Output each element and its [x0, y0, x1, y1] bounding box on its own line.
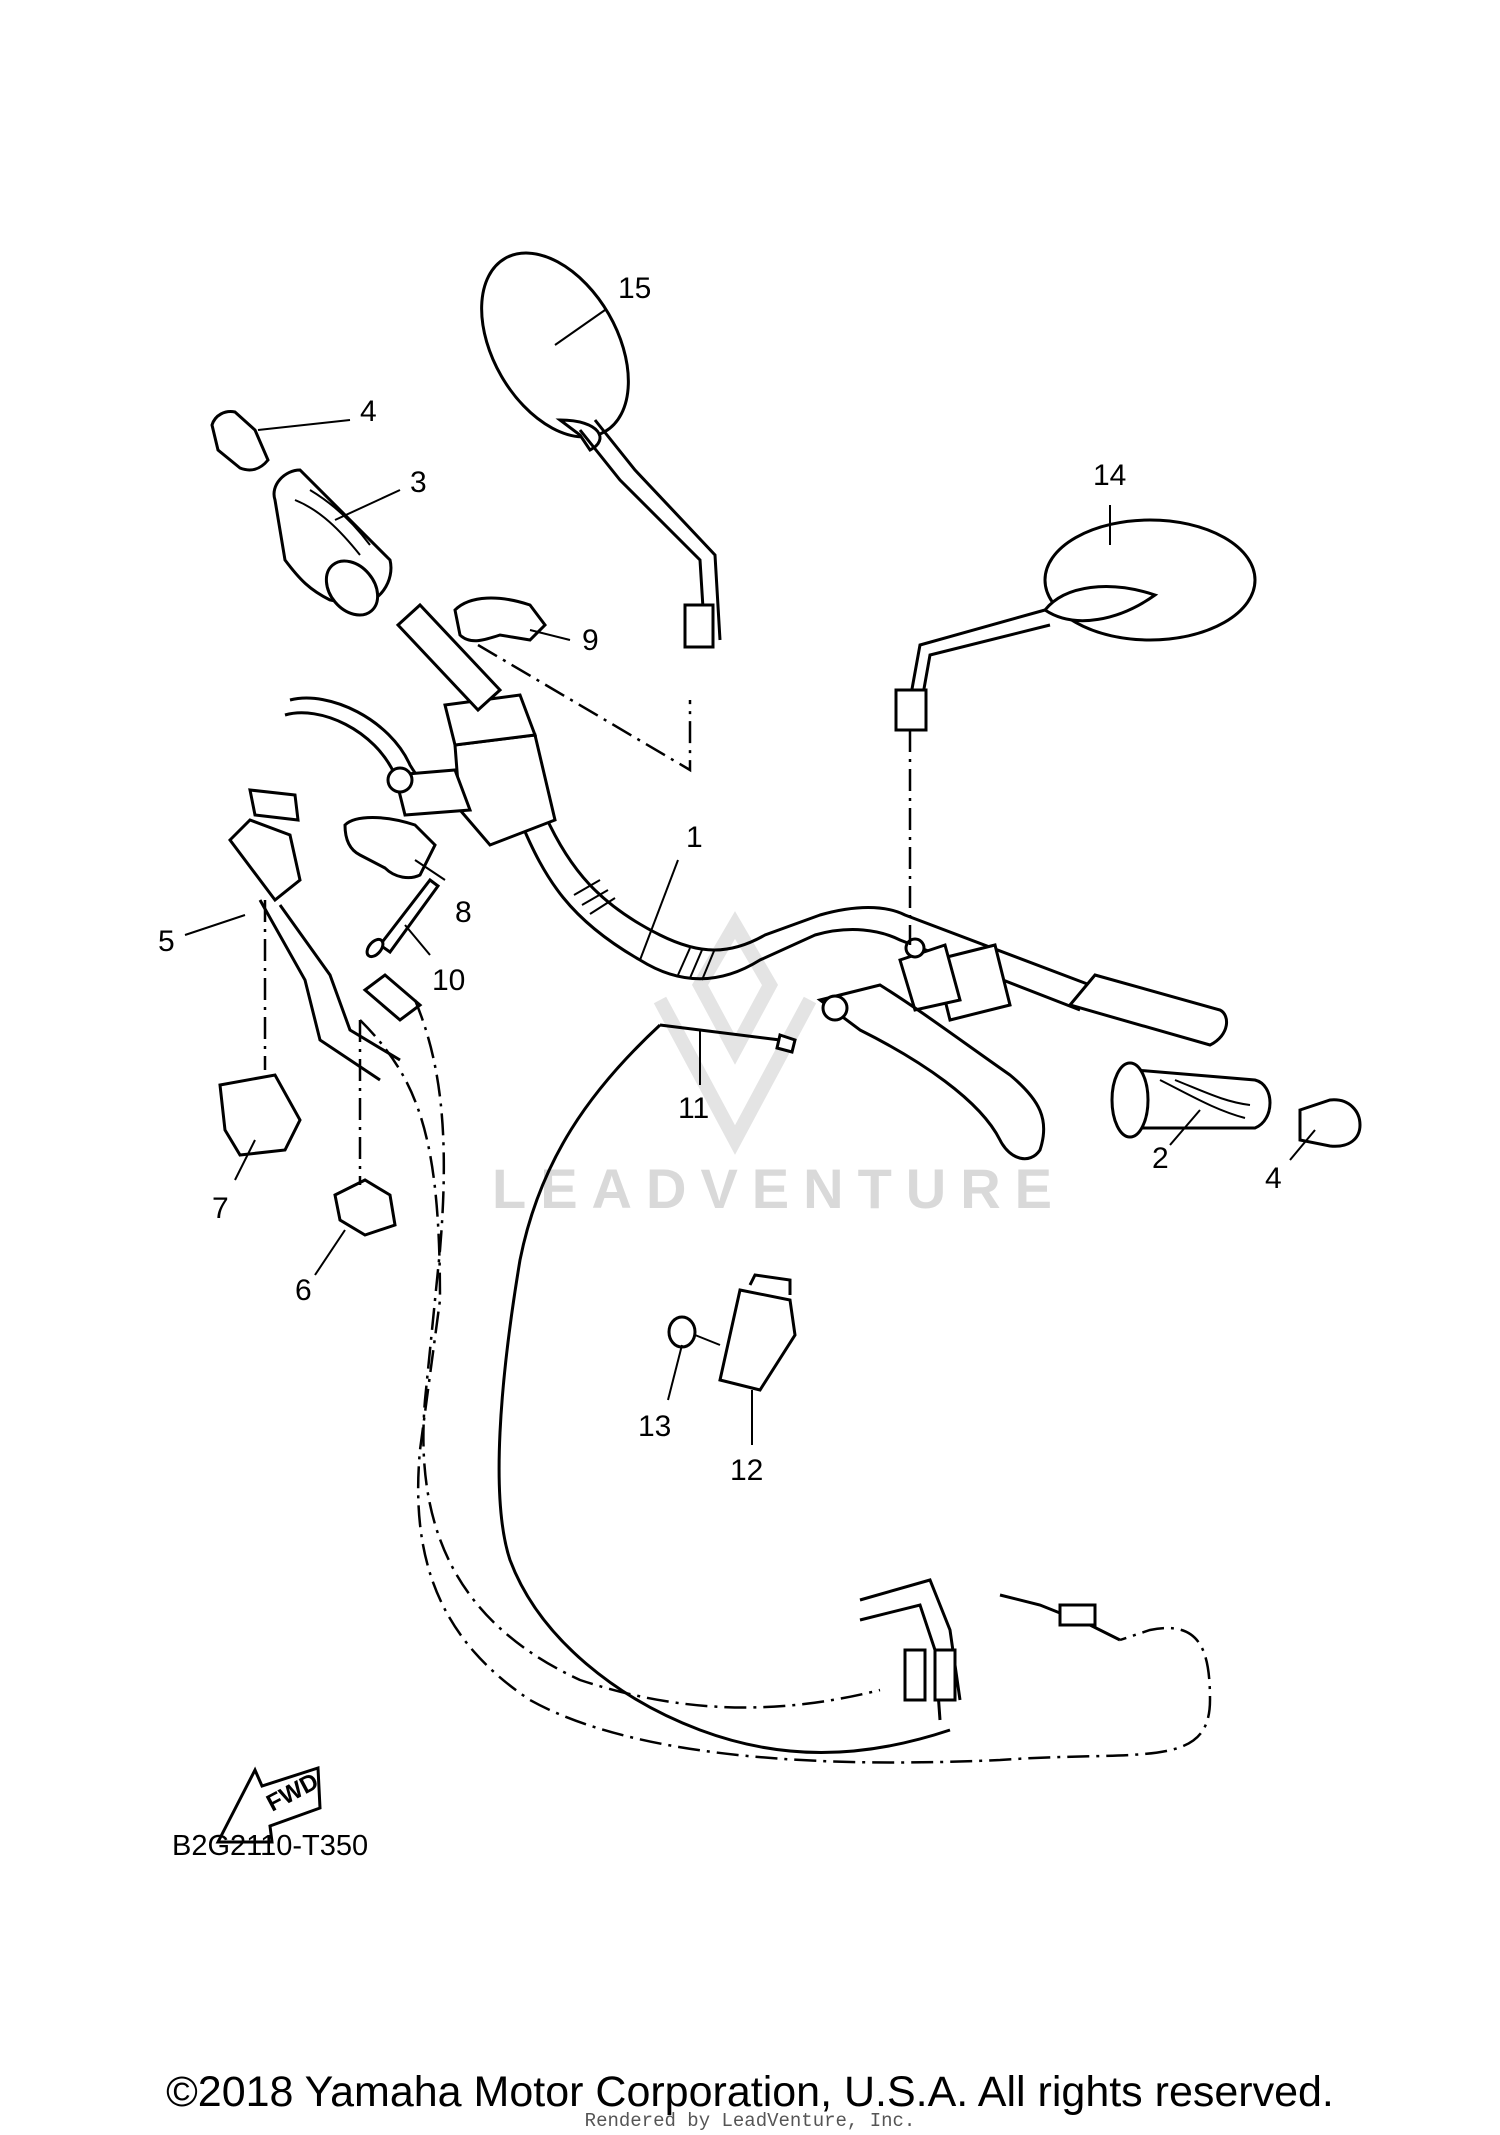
- left-bar-end: [210, 410, 270, 472]
- upper-holder: [453, 596, 547, 643]
- callout-13: 13: [638, 1410, 671, 1443]
- left-mirror: [480, 251, 722, 649]
- bracket-bolt: [667, 1315, 721, 1349]
- lower-cable-ends: [859, 1578, 1121, 1721]
- leadventure-watermark: LEADVENTURE: [492, 911, 1066, 1220]
- callout-8: 8: [455, 896, 472, 929]
- diagram-reference-code: B2G2110-T350: [172, 1830, 369, 1862]
- right-mirror: [894, 518, 1257, 732]
- throttle-cable: [228, 788, 423, 1082]
- callout-12: 12: [730, 1454, 763, 1487]
- callout-5: 5: [158, 925, 175, 958]
- copyright-notice: ©2018 Yamaha Motor Corporation, U.S.A. A…: [166, 2068, 1334, 2116]
- callout-14: 14: [1093, 459, 1126, 492]
- right-bar-end: [1298, 1098, 1362, 1148]
- callout-2: 2: [1152, 1142, 1169, 1175]
- callout-9: 9: [582, 624, 599, 657]
- callout-15: 15: [618, 272, 651, 305]
- callout-7: 7: [212, 1192, 229, 1225]
- left-grip: [272, 468, 503, 713]
- cable-bracket: [718, 1273, 797, 1392]
- callout-4-left: 4: [360, 395, 377, 428]
- callout-1: 1: [686, 821, 703, 854]
- leader-lines: [184, 309, 1316, 1445]
- handlebar: [284, 693, 1229, 1161]
- callout-6: 6: [295, 1274, 312, 1307]
- callout-4-right: 4: [1265, 1162, 1282, 1195]
- callout-labels: 15 14 4 3 9 1 8 10 5 11 2 4 7 6 13 12: [158, 272, 1282, 1487]
- rendered-by-notice: Rendered by LeadVenture, Inc.: [584, 2110, 916, 2132]
- holder-screw: [365, 877, 441, 959]
- callout-10: 10: [432, 964, 465, 997]
- phantom-lines: [263, 643, 1212, 1764]
- cable-clip-7: [218, 1073, 302, 1157]
- watermark-text: LEADVENTURE: [492, 1157, 1066, 1220]
- cable-clip-6: [333, 1178, 397, 1237]
- callout-3: 3: [410, 466, 427, 499]
- right-grip: [1110, 1061, 1272, 1139]
- callout-11: 11: [678, 1092, 709, 1125]
- lower-holder: [343, 816, 437, 880]
